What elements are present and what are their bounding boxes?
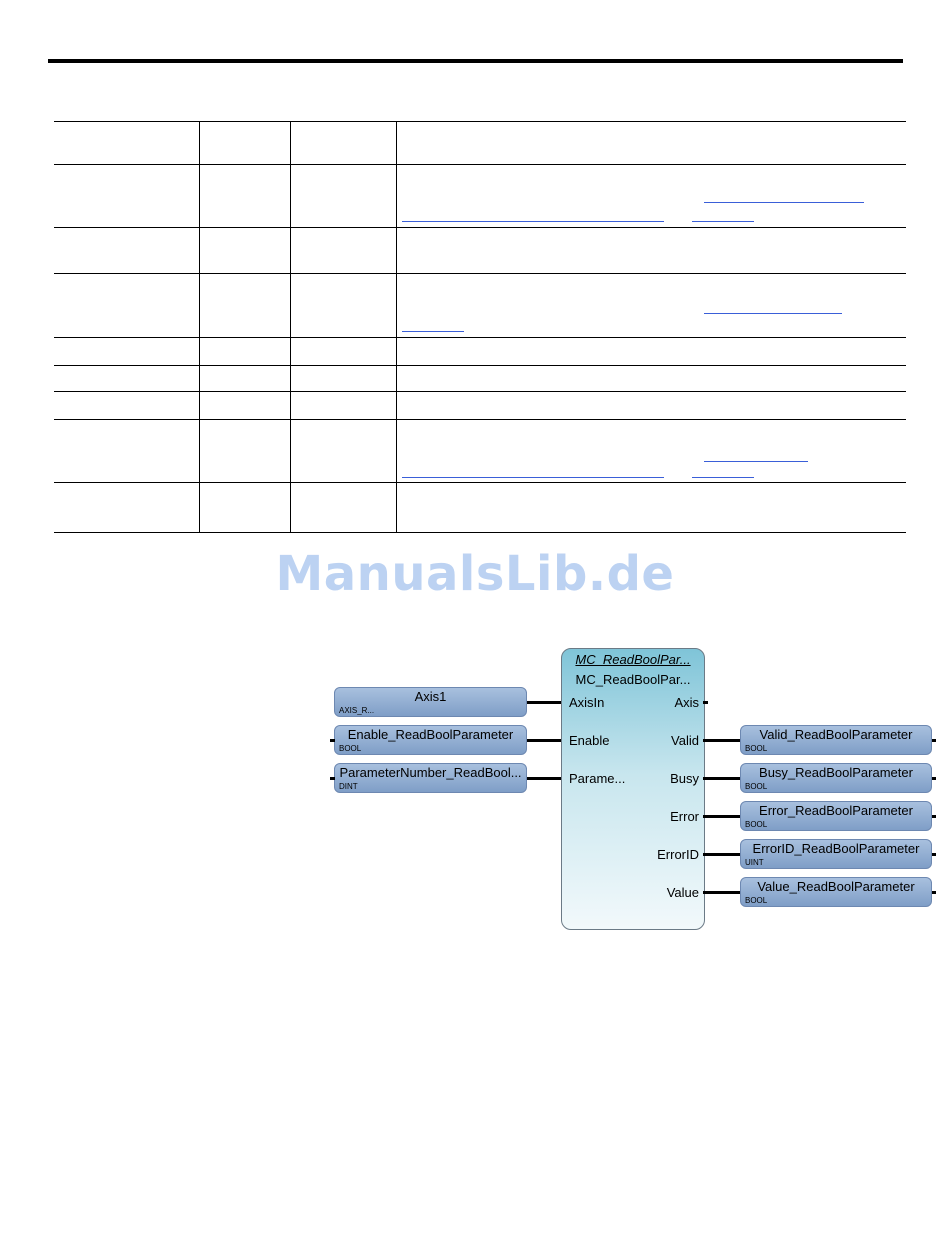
variable-type: BOOL (745, 820, 768, 829)
table-column-divider (396, 121, 397, 532)
output-variable-error[interactable]: Error_ReadBoolParameter BOOL (740, 801, 932, 831)
pin-axisin: AxisIn (569, 695, 605, 710)
variable-name: Busy_ReadBoolParameter (759, 765, 913, 780)
wire-valid (703, 739, 741, 742)
wire-errorid (703, 853, 741, 856)
wire-error (703, 815, 741, 818)
top-rule (48, 59, 903, 63)
cross-reference-link[interactable] (704, 202, 864, 203)
table-row-divider (54, 419, 906, 420)
table-row-divider (54, 273, 906, 274)
output-variable-errorid[interactable]: ErrorID_ReadBoolParameter UINT (740, 839, 932, 869)
variable-name: Error_ReadBoolParameter (759, 803, 913, 818)
watermark: ManualsLib.de (275, 546, 675, 602)
variable-type: DINT (339, 782, 358, 791)
cross-reference-link[interactable] (402, 331, 464, 332)
connector-stub (932, 815, 936, 818)
variable-type: BOOL (745, 744, 768, 753)
table-row-divider (54, 482, 906, 483)
cross-reference-link[interactable] (704, 461, 808, 462)
connector-stub (330, 739, 335, 742)
table-column-divider (290, 121, 291, 532)
output-variable-valid[interactable]: Valid_ReadBoolParameter BOOL (740, 725, 932, 755)
block-type-title: MC_ReadBoolPar... (575, 652, 691, 667)
connector-stub (932, 891, 936, 894)
output-variable-value[interactable]: Value_ReadBoolParameter BOOL (740, 877, 932, 907)
table-row-divider (54, 337, 906, 338)
wire-axisin (527, 701, 564, 704)
connector-stub (932, 739, 936, 742)
pin-busy: Busy (670, 771, 699, 786)
output-variable-busy[interactable]: Busy_ReadBoolParameter BOOL (740, 763, 932, 793)
cross-reference-link[interactable] (402, 221, 664, 222)
function-block[interactable]: MC_ReadBoolPar... MC_ReadBoolPar... Axis… (561, 648, 705, 930)
table-row-divider (54, 121, 906, 122)
table-row-divider (54, 227, 906, 228)
variable-name: Valid_ReadBoolParameter (759, 727, 913, 742)
variable-type: BOOL (745, 896, 768, 905)
connector-stub (703, 701, 708, 704)
table-row-divider (54, 391, 906, 392)
connector-stub (932, 777, 936, 780)
wire-parameter (527, 777, 564, 780)
table-row-divider (54, 365, 906, 366)
variable-type: UINT (745, 858, 764, 867)
pin-value: Value (666, 885, 699, 900)
input-variable-enable[interactable]: Enable_ReadBoolParameter BOOL (334, 725, 527, 755)
cross-reference-link[interactable] (704, 313, 842, 314)
input-variable-axis[interactable]: Axis1 AXIS_R... (334, 687, 527, 717)
block-instance-name: MC_ReadBoolPar... (575, 672, 691, 687)
table-column-divider (199, 121, 200, 532)
variable-type: BOOL (745, 782, 768, 791)
variable-name: Value_ReadBoolParameter (757, 879, 915, 894)
cross-reference-link[interactable] (402, 477, 664, 478)
pin-error: Error (670, 809, 699, 824)
variable-name: Enable_ReadBoolParameter (347, 727, 514, 742)
pin-errorid: ErrorID (657, 847, 699, 862)
pin-parameter: Parame... (569, 771, 626, 786)
connector-stub (932, 853, 936, 856)
pin-axis: Axis (674, 695, 699, 710)
variable-name: ParameterNumber_ReadBool... (339, 765, 522, 780)
cross-reference-link[interactable] (692, 477, 754, 478)
variable-name: ErrorID_ReadBoolParameter (752, 841, 920, 856)
table-row-divider (54, 532, 906, 533)
connector-stub (330, 777, 335, 780)
pin-valid: Valid (671, 733, 699, 748)
wire-value (703, 891, 741, 894)
cross-reference-link[interactable] (692, 221, 754, 222)
wire-enable (527, 739, 564, 742)
table-row-divider (54, 164, 906, 165)
input-variable-parameter-number[interactable]: ParameterNumber_ReadBool... DINT (334, 763, 527, 793)
pin-enable: Enable (569, 733, 610, 748)
variable-type: AXIS_R... (339, 706, 375, 715)
wire-busy (703, 777, 741, 780)
variable-name: Axis1 (414, 689, 447, 704)
variable-type: BOOL (339, 744, 362, 753)
